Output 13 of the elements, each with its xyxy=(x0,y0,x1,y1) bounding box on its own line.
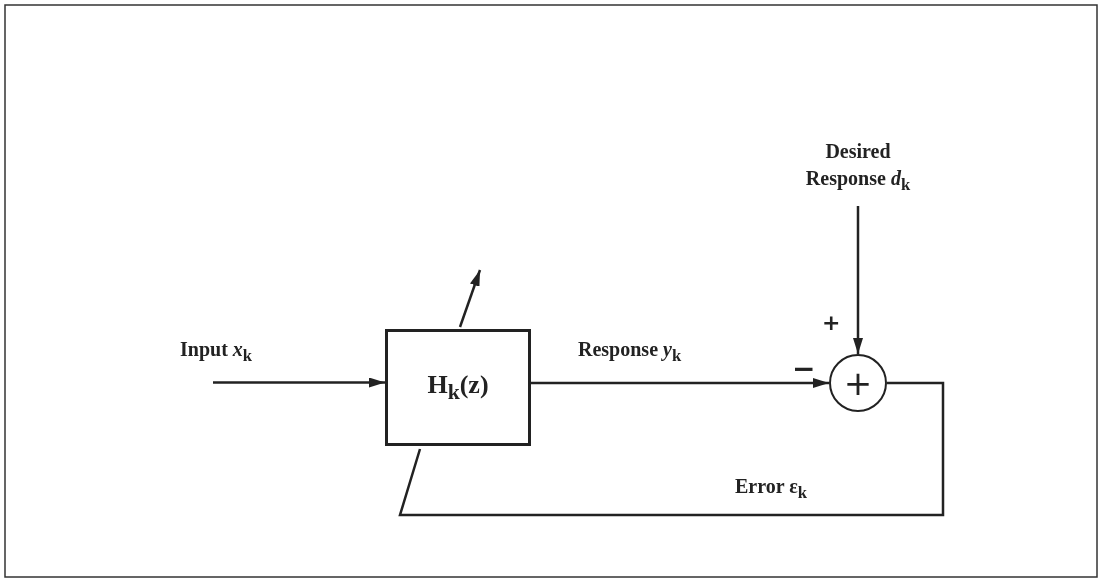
summing-junction: + xyxy=(829,354,887,412)
arrow xyxy=(531,378,829,388)
filter-block: H$_{k}$(z) xyxy=(385,329,531,446)
arrow xyxy=(853,206,863,354)
edge-label: Error ε$_{k}$ xyxy=(735,475,808,503)
sign-label: + xyxy=(822,310,841,335)
edge-label: Response y$_{k}$ xyxy=(578,338,682,366)
edge-label: Input x$_{k}$ xyxy=(180,338,253,366)
arrow xyxy=(213,377,385,388)
signal-label: Desired Response d$_{k}$ xyxy=(790,128,926,208)
sign-label: − xyxy=(792,352,816,385)
connector-line xyxy=(398,381,945,517)
adaptation-arrow xyxy=(458,269,482,328)
